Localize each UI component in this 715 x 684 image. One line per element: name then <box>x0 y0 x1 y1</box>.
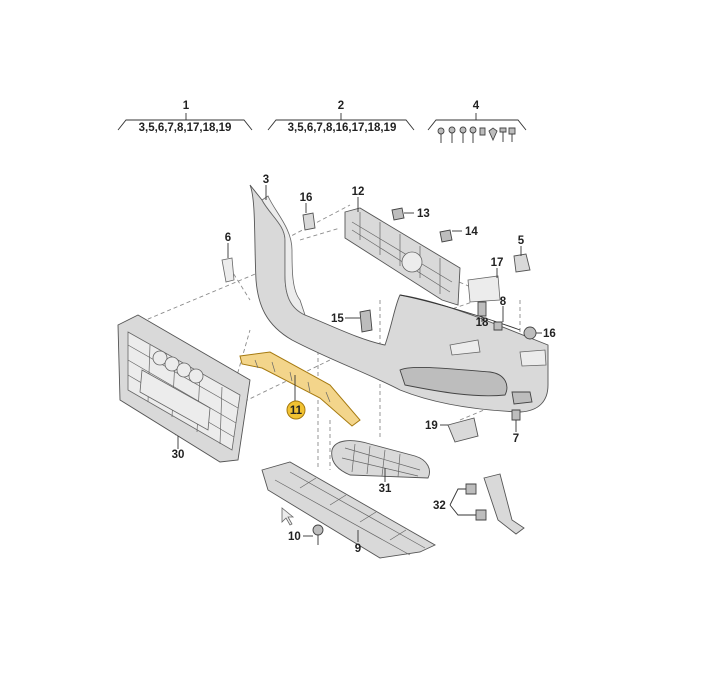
callout-6: 6 <box>225 232 231 244</box>
bracket-32 <box>483 473 525 535</box>
callout-11: 11 <box>290 405 303 417</box>
callout-leaders <box>177 185 542 542</box>
screw-10 <box>312 524 324 536</box>
screw-13 <box>391 207 405 221</box>
callout-16: 16 <box>300 192 313 204</box>
group-number: 2 <box>338 100 344 112</box>
callout-12: 12 <box>352 186 365 198</box>
bracket-17 <box>467 275 501 303</box>
callout-9: 9 <box>355 543 361 555</box>
clip-16b <box>523 326 537 340</box>
group-header-1: 1 3,5,6,7,8,17,18,19 <box>117 100 253 134</box>
callout-17: 17 <box>491 257 504 269</box>
cover-19 <box>447 417 479 443</box>
clip-16a <box>302 212 316 231</box>
callout-13: 13 <box>417 208 430 220</box>
cap-6 <box>221 257 235 283</box>
highlighted-part-11 <box>239 351 361 427</box>
group-contents: 3,5,6,7,8,16,17,18,19 <box>288 122 397 134</box>
clip-18 <box>477 301 487 317</box>
callout-8: 8 <box>500 296 507 308</box>
clip-8 <box>493 321 503 331</box>
bracket-12 <box>344 207 461 306</box>
callout-3: 3 <box>263 174 269 186</box>
callout-19: 19 <box>425 420 438 432</box>
part-5 <box>513 253 531 273</box>
callout-16: 16 <box>543 328 556 340</box>
bumper-cover <box>249 184 549 413</box>
radiator-grille <box>117 314 251 463</box>
fastener-set-icons <box>437 126 516 143</box>
fog-grille-31 <box>331 440 430 479</box>
underbody-panel-9 <box>261 461 436 559</box>
cursor-icon <box>281 507 295 526</box>
small-parts <box>221 207 537 545</box>
callout-5: 5 <box>518 235 525 247</box>
highlight-badge <box>286 400 306 420</box>
callout-18: 18 <box>476 317 489 329</box>
callout-numbers: 3 16 12 13 14 6 5 17 8 15 18 16 11 30 19… <box>172 174 556 555</box>
group-header-4: 4 <box>427 100 527 143</box>
callout-15: 15 <box>331 313 344 325</box>
clip-7 <box>511 409 521 421</box>
group-contents: 3,5,6,7,8,17,18,19 <box>139 122 232 134</box>
group-header-2: 2 3,5,6,7,8,16,17,18,19 <box>267 100 415 134</box>
clip-15 <box>359 309 373 333</box>
group-number: 1 <box>183 100 190 112</box>
callout-7: 7 <box>513 433 519 445</box>
callout-10: 10 <box>288 531 301 543</box>
callout-32: 32 <box>433 500 446 512</box>
callout-14: 14 <box>465 226 478 238</box>
callout-30: 30 <box>172 449 185 461</box>
screw-14 <box>439 229 453 243</box>
callout-31: 31 <box>379 483 392 495</box>
group-number: 4 <box>473 100 480 112</box>
